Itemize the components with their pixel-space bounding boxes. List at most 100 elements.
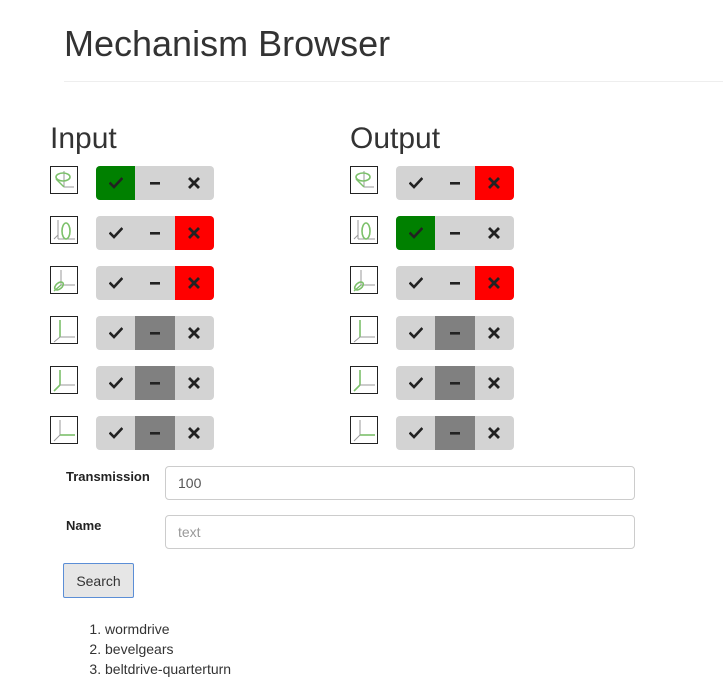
dash-icon — [149, 426, 161, 440]
input-axis-row — [50, 216, 220, 250]
dash-icon — [149, 376, 161, 390]
check-icon — [108, 376, 123, 390]
input-state-toggle — [96, 416, 214, 450]
toggle-no-button[interactable] — [475, 366, 514, 400]
check-icon — [408, 176, 423, 190]
output-state-toggle — [396, 216, 514, 250]
toggle-yes-button[interactable] — [396, 266, 435, 300]
axis-y-translation-icon — [350, 316, 378, 344]
dash-icon — [449, 226, 461, 240]
toggle-yes-button[interactable] — [396, 316, 435, 350]
axis-x-rotation-icon — [350, 266, 378, 294]
search-button[interactable]: Search — [63, 563, 134, 598]
toggle-no-button[interactable] — [475, 416, 514, 450]
axis-y-rotation-icon — [50, 216, 78, 244]
toggle-yes-button[interactable] — [96, 366, 135, 400]
cross-icon — [488, 327, 501, 339]
cross-icon — [488, 177, 501, 189]
toggle-no-button[interactable] — [474, 266, 514, 300]
transmission-input[interactable] — [165, 466, 635, 500]
toggle-no-button[interactable] — [174, 266, 214, 300]
cross-icon — [188, 227, 201, 239]
dash-icon — [449, 426, 461, 440]
title-divider — [64, 81, 723, 82]
input-axis-row — [50, 366, 220, 400]
input-state-toggle — [96, 266, 214, 300]
toggle-no-button[interactable] — [475, 216, 514, 250]
toggle-any-button[interactable] — [135, 216, 174, 250]
toggle-yes-button[interactable] — [96, 266, 135, 300]
input-state-toggle — [96, 216, 214, 250]
toggle-yes-button[interactable] — [96, 316, 135, 350]
toggle-yes-button[interactable] — [396, 366, 435, 400]
result-item: bevelgears — [105, 639, 231, 659]
dash-icon — [149, 226, 161, 240]
cross-icon — [188, 177, 201, 189]
result-item: beltdrive-quarterturn — [105, 659, 231, 679]
toggle-no-button[interactable] — [175, 316, 214, 350]
output-state-toggle — [396, 316, 514, 350]
axis-x-translation-icon — [50, 366, 78, 394]
input-state-toggle — [96, 316, 214, 350]
toggle-any-button[interactable] — [435, 166, 474, 200]
name-input[interactable] — [165, 515, 635, 549]
toggle-yes-button[interactable] — [96, 416, 135, 450]
check-icon — [108, 176, 123, 190]
input-axis-row — [50, 166, 220, 200]
toggle-any-button[interactable] — [135, 366, 175, 400]
output-heading: Output — [350, 122, 441, 155]
axis-z-translation-icon — [50, 416, 78, 444]
toggle-no-button[interactable] — [475, 316, 514, 350]
toggle-any-button[interactable] — [435, 416, 475, 450]
cross-icon — [188, 377, 201, 389]
toggle-yes-button[interactable] — [96, 166, 136, 200]
input-state-toggle — [96, 366, 214, 400]
toggle-no-button[interactable] — [175, 416, 214, 450]
axis-y-rotation-icon — [350, 216, 378, 244]
check-icon — [408, 226, 423, 240]
toggle-any-button[interactable] — [435, 266, 474, 300]
toggle-any-button[interactable] — [435, 316, 475, 350]
cross-icon — [488, 377, 501, 389]
input-heading: Input — [50, 122, 117, 155]
toggle-any-button[interactable] — [135, 266, 174, 300]
check-icon — [408, 376, 423, 390]
toggle-no-button[interactable] — [174, 216, 214, 250]
toggle-any-button[interactable] — [135, 166, 174, 200]
toggle-no-button[interactable] — [175, 366, 214, 400]
check-icon — [108, 326, 123, 340]
toggle-yes-button[interactable] — [396, 166, 435, 200]
cross-icon — [188, 277, 201, 289]
check-icon — [408, 276, 423, 290]
axis-y-translation-icon — [50, 316, 78, 344]
axis-z-rotation-icon — [50, 166, 78, 194]
axis-z-translation-icon — [350, 416, 378, 444]
dash-icon — [149, 176, 161, 190]
toggle-any-button[interactable] — [135, 416, 175, 450]
output-axis-row — [350, 266, 520, 300]
toggle-no-button[interactable] — [175, 166, 214, 200]
axis-x-rotation-icon — [50, 266, 78, 294]
dash-icon — [449, 176, 461, 190]
results-list: wormdrivebevelgearsbeltdrive-quarterturn — [65, 619, 231, 679]
toggle-yes-button[interactable] — [396, 216, 436, 250]
toggle-any-button[interactable] — [135, 316, 175, 350]
toggle-any-button[interactable] — [435, 216, 474, 250]
input-axis-row — [50, 416, 220, 450]
output-axis-row — [350, 316, 520, 350]
input-state-toggle — [96, 166, 214, 200]
check-icon — [108, 226, 123, 240]
result-item: wormdrive — [105, 619, 231, 639]
page-title: Mechanism Browser — [64, 23, 391, 64]
toggle-yes-button[interactable] — [96, 216, 135, 250]
toggle-no-button[interactable] — [474, 166, 514, 200]
output-axis-row — [350, 416, 520, 450]
toggle-any-button[interactable] — [435, 366, 475, 400]
transmission-label: Transmission — [66, 469, 150, 484]
cross-icon — [488, 277, 501, 289]
toggle-yes-button[interactable] — [396, 416, 435, 450]
check-icon — [108, 276, 123, 290]
output-axis-row — [350, 366, 520, 400]
cross-icon — [188, 427, 201, 439]
output-state-toggle — [396, 416, 514, 450]
